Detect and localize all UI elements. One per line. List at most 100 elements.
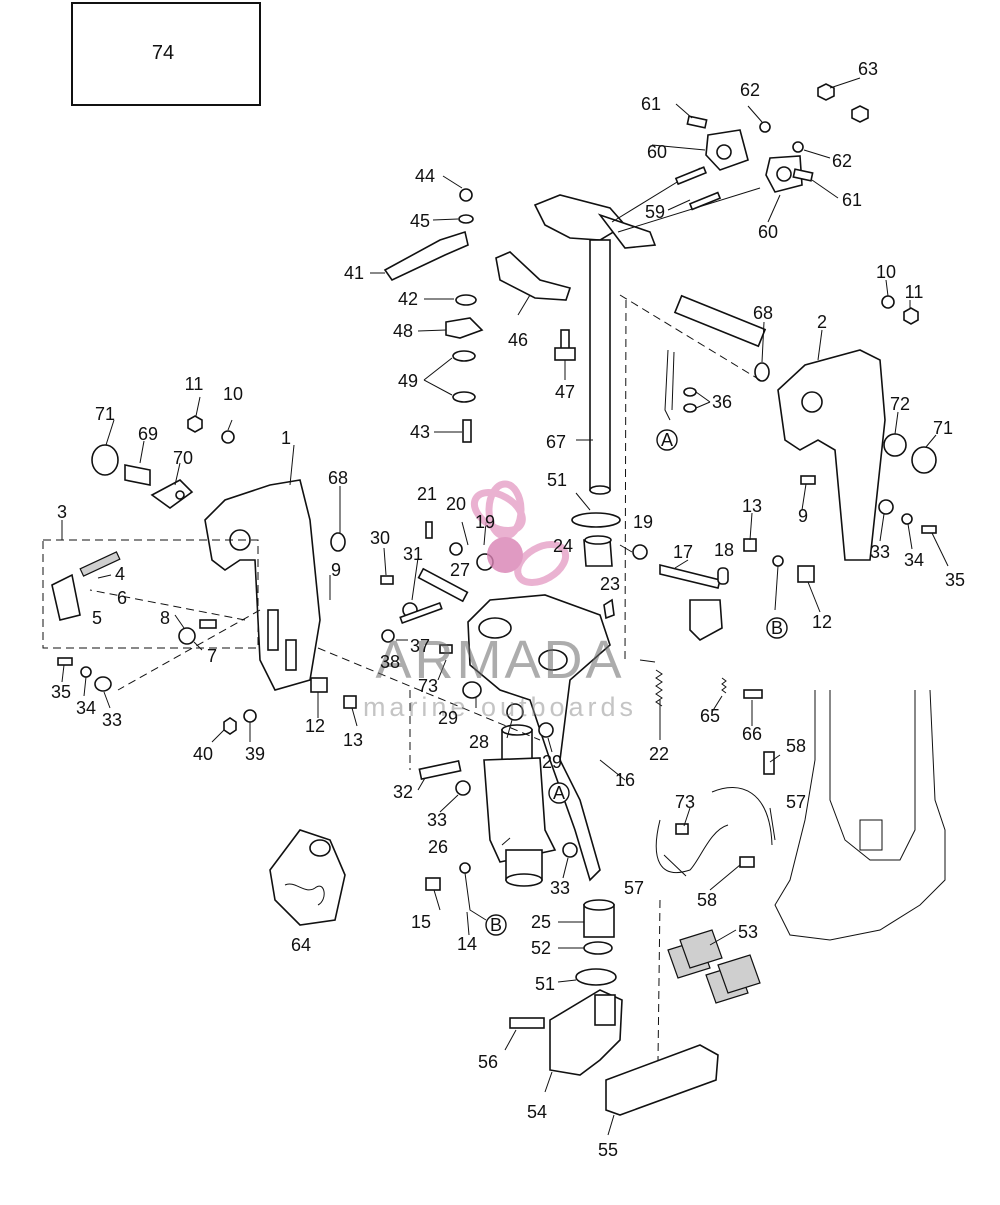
callout-39: 39: [245, 744, 265, 764]
callout-52: 52: [531, 938, 551, 958]
callout-61b: 61: [842, 190, 862, 210]
callout-18: 18: [714, 540, 734, 560]
callout-9a: 9: [331, 560, 341, 580]
callout-63: 63: [858, 59, 878, 79]
callout-57a: 57: [624, 878, 644, 898]
callout-56: 56: [478, 1052, 498, 1072]
callout-11a: 11: [185, 374, 204, 394]
connector-b-lower: B: [485, 914, 507, 936]
callout-71a: 71: [95, 404, 115, 424]
callout-3: 3: [57, 502, 67, 522]
callout-25: 25: [531, 912, 551, 932]
callout-54: 54: [527, 1102, 547, 1122]
watermark-tagline: marine outboards: [363, 692, 637, 722]
callout-4: 4: [115, 564, 125, 584]
callout-14: 14: [457, 934, 477, 954]
callout-19a: 19: [475, 512, 495, 532]
callout-24: 24: [553, 536, 573, 556]
callout-72: 72: [890, 394, 910, 414]
callout-33d: 33: [870, 542, 890, 562]
connector-a-upper: A: [656, 429, 678, 451]
callout-33a: 33: [102, 710, 122, 730]
callout-48: 48: [393, 321, 413, 341]
callout-69: 69: [138, 424, 158, 444]
callout-67: 67: [546, 432, 566, 452]
callout-62b: 62: [832, 151, 852, 171]
callout-11b: 11: [905, 282, 924, 302]
callout-46: 46: [508, 330, 528, 350]
callout-44: 44: [415, 166, 435, 186]
callout-5: 5: [92, 608, 102, 628]
callout-35b: 35: [945, 570, 965, 590]
callout-12b: 12: [812, 612, 832, 632]
callout-13b: 13: [742, 496, 762, 516]
callout-58a: 58: [786, 736, 806, 756]
callout-66: 66: [742, 724, 762, 744]
callout-26: 26: [428, 837, 448, 857]
callout-61a: 61: [641, 94, 661, 114]
callout-73a: 73: [418, 676, 438, 696]
parts-illustration: [42, 77, 949, 1136]
callout-70: 70: [173, 448, 193, 468]
watermark-brand: ARMADA: [375, 630, 624, 690]
connector-a-lower-label: A: [553, 783, 565, 803]
callout-64: 64: [291, 935, 311, 955]
callout-32: 32: [393, 782, 413, 802]
connector-b-lower-label: B: [490, 915, 502, 935]
callout-labels: 1 2 3 4 5 6 7 8 9 9 10 10 11 11 12 12 13…: [51, 59, 965, 1160]
callout-19b: 19: [633, 512, 653, 532]
callout-59: 59: [645, 202, 665, 222]
callout-34a: 34: [76, 698, 96, 718]
callout-15: 15: [411, 912, 431, 932]
callout-12a: 12: [305, 716, 325, 736]
callout-20: 20: [446, 494, 466, 514]
watermark: ARMADA marine outboards: [363, 480, 637, 722]
callout-33c: 33: [550, 878, 570, 898]
reference-box: 74: [71, 2, 261, 106]
callout-42: 42: [398, 289, 418, 309]
callout-35a: 35: [51, 682, 71, 702]
callout-68a: 68: [328, 468, 348, 488]
callout-40: 40: [193, 744, 213, 764]
reference-box-label: 74: [152, 42, 174, 64]
callout-16: 16: [615, 770, 635, 790]
callout-37: 37: [410, 636, 430, 656]
callout-60b: 60: [758, 222, 778, 242]
callout-10b: 10: [876, 262, 896, 282]
callout-9b: 9: [798, 506, 808, 526]
callout-62a: 62: [740, 80, 760, 100]
connector-b-right-label: B: [771, 618, 783, 638]
callout-17: 17: [673, 542, 693, 562]
connector-a-upper-label: A: [661, 430, 673, 450]
callout-7: 7: [207, 646, 217, 666]
callout-2: 2: [817, 312, 827, 332]
callout-51a: 51: [547, 470, 567, 490]
callout-41: 41: [344, 263, 364, 283]
callout-38: 38: [380, 652, 400, 672]
callout-28: 28: [469, 732, 489, 752]
callout-57b: 57: [786, 792, 806, 812]
callout-33b: 33: [427, 810, 447, 830]
callout-43: 43: [410, 422, 430, 442]
callout-60a: 60: [647, 142, 667, 162]
callout-34b: 34: [904, 550, 924, 570]
connector-a-lower: A: [548, 782, 570, 804]
callout-51b: 51: [535, 974, 555, 994]
callout-73b: 73: [675, 792, 695, 812]
callout-31: 31: [403, 544, 423, 564]
callout-22: 22: [649, 744, 669, 764]
connector-b-right: B: [766, 617, 788, 639]
callout-58b: 58: [697, 890, 717, 910]
callout-10a: 10: [223, 384, 243, 404]
callout-30: 30: [370, 528, 390, 548]
connector-markers: A A B B: [485, 429, 788, 936]
callout-8: 8: [160, 608, 170, 628]
callout-29b: 29: [542, 752, 562, 772]
callout-6: 6: [117, 588, 127, 608]
callout-53: 53: [738, 922, 758, 942]
callout-13a: 13: [343, 730, 363, 750]
callout-21: 21: [417, 484, 437, 504]
callout-65: 65: [700, 706, 720, 726]
callout-29a: 29: [438, 708, 458, 728]
